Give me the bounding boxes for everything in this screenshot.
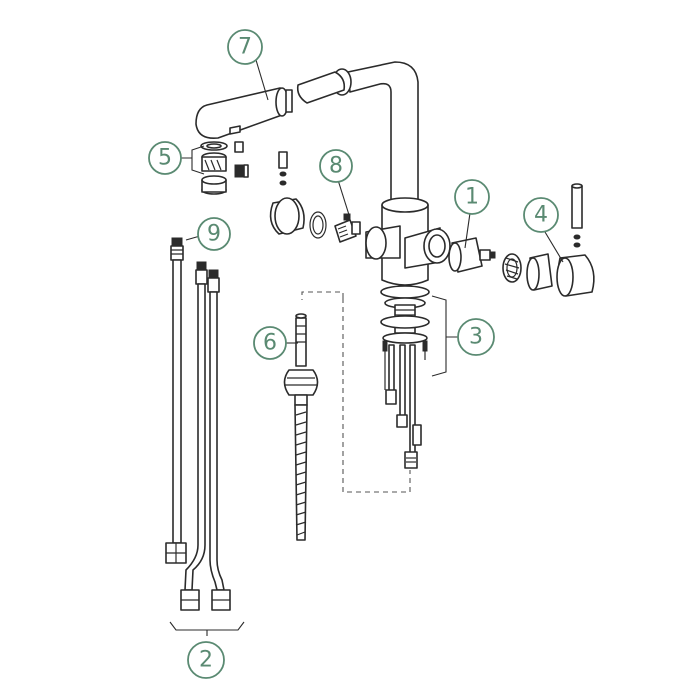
callout-4: 4 [523,197,559,233]
bracket-5 [180,145,205,175]
callout-2: 2 [187,641,225,679]
callout-9: 9 [197,217,231,251]
svg-text:6: 6 [263,331,277,356]
bracket-2 [169,621,245,636]
leader-8 [337,179,351,219]
svg-text:4: 4 [534,203,548,228]
small-pin-set [278,151,288,186]
callout-3: 3 [457,318,495,356]
mounting-kit [380,285,430,469]
bracket-3 [431,295,458,377]
callout-8: 8 [319,149,353,183]
callout-7: 7 [227,29,263,65]
faucet-main-spout [332,61,451,286]
callout-1: 1 [454,179,490,215]
aerator-parts [200,141,249,195]
supply-hose-single [165,237,187,564]
leader-7 [255,59,269,101]
callout-6: 6 [253,326,287,360]
svg-text:8: 8 [329,154,343,179]
svg-text:9: 9 [207,222,221,247]
svg-text:2: 2 [199,648,213,673]
handle-assembly [502,183,595,297]
svg-text:1: 1 [465,185,479,210]
supply-hose-pair [180,261,231,611]
hose-routing-dashed-line [301,291,411,493]
cartridge [448,237,496,273]
spout-head [195,71,346,140]
leader-1 [464,212,471,249]
callout-5: 5 [148,141,182,175]
svg-text:7: 7 [238,35,252,60]
pull-out-hose [283,313,319,541]
svg-text:5: 5 [158,146,172,171]
svg-text:3: 3 [469,325,483,350]
leader-4 [544,231,564,263]
diverter-assembly [269,197,361,243]
